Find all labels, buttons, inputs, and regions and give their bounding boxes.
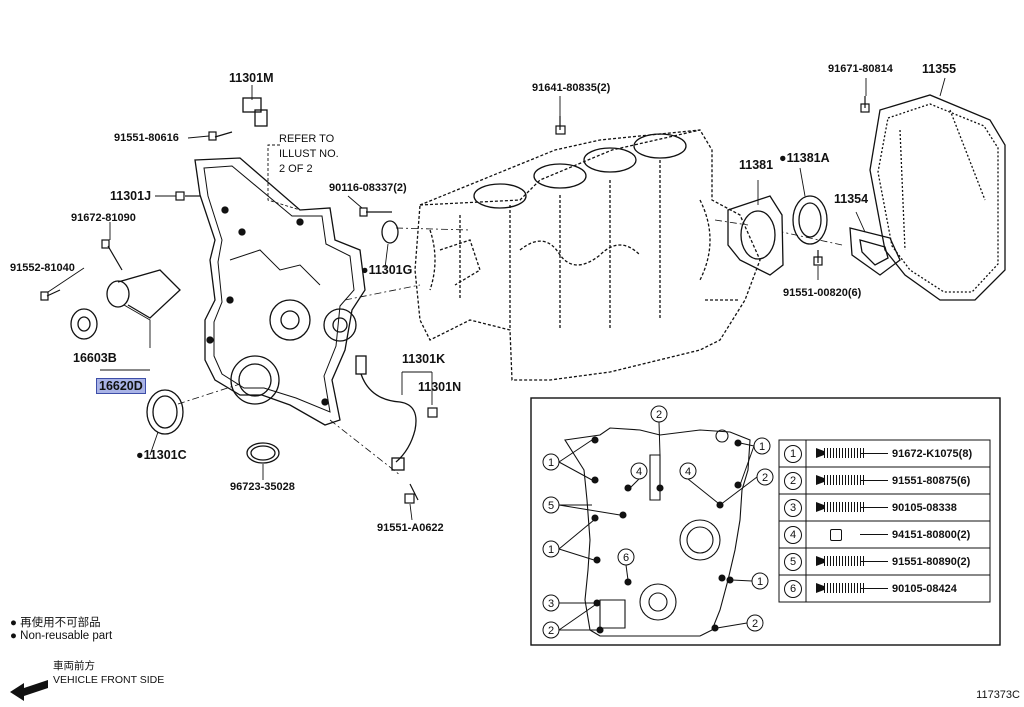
label-11301G: ●11301G bbox=[361, 263, 413, 277]
label-91551-80616: 91551-80616 bbox=[114, 132, 179, 144]
svg-text:2: 2 bbox=[752, 618, 758, 630]
bolt-part-number: 90105-08338 bbox=[892, 502, 957, 514]
cylinder-block-drawing bbox=[414, 129, 761, 381]
bolt-leader-line bbox=[860, 534, 888, 535]
svg-text:6: 6 bbox=[623, 552, 629, 564]
bolt-icon bbox=[816, 556, 864, 566]
legend-front-en: VEHICLE FRONT SIDE bbox=[53, 674, 165, 686]
alignment-lines bbox=[177, 219, 843, 476]
nonreusable-bullet: ● bbox=[136, 448, 144, 462]
svg-text:4: 4 bbox=[636, 466, 642, 478]
bolt-part-number: 91672-K1075(8) bbox=[892, 448, 973, 460]
rear-oil-seal-drawing bbox=[792, 195, 828, 245]
svg-text:5: 5 bbox=[548, 500, 554, 512]
inset-cover-drawing bbox=[564, 427, 751, 637]
bolt-table-grid bbox=[778, 439, 991, 603]
crank-oil-seal-drawing bbox=[146, 389, 184, 435]
bolt-leader-line bbox=[860, 453, 888, 454]
timing-cover-drawing bbox=[194, 157, 366, 426]
refer-note-line3: 2 OF 2 bbox=[279, 163, 313, 175]
label-11301J: 11301J bbox=[110, 189, 152, 203]
label-16603B: 16603B bbox=[73, 351, 117, 365]
end-plate-11355-drawing bbox=[869, 94, 1006, 301]
label-11301N: 11301N bbox=[418, 380, 462, 394]
refer-note-line2: ILLUST NO. bbox=[279, 148, 339, 160]
legend-nonreusable-jp: ● 再使用不可部品 bbox=[10, 617, 101, 629]
o-ring-96723-drawing bbox=[246, 442, 280, 464]
label-11301C: ●11301C bbox=[136, 448, 187, 462]
bolt-icon bbox=[816, 583, 864, 593]
svg-text:4: 4 bbox=[685, 466, 691, 478]
label-11354: 11354 bbox=[834, 192, 869, 206]
bolt-table-num-4: 4 bbox=[784, 526, 802, 544]
label-11301K: 11301K bbox=[402, 352, 446, 366]
label-91672-81090: 91672-81090 bbox=[71, 212, 136, 224]
diagram-id: 117373C bbox=[976, 689, 1020, 701]
label-90116-08337: 90116-08337(2) bbox=[329, 182, 407, 194]
svg-text:1: 1 bbox=[759, 441, 765, 453]
bolt-icon bbox=[816, 502, 864, 512]
svg-text:1: 1 bbox=[548, 544, 554, 556]
nonreusable-bullet: ● bbox=[779, 151, 787, 165]
oil-pan-baffle-11354-drawing bbox=[849, 227, 901, 276]
label-11381A: ●11381A bbox=[779, 151, 830, 165]
bolt-icon bbox=[816, 448, 864, 458]
bolt-leader-line bbox=[860, 588, 888, 589]
label-91552-81040: 91552-81040 bbox=[10, 262, 75, 274]
svg-text:2: 2 bbox=[762, 472, 768, 484]
legend-front-jp: 車両前方 bbox=[53, 660, 95, 672]
o-ring-11301G-drawing bbox=[381, 220, 399, 244]
rear-oil-seal-retainer-drawing bbox=[727, 195, 784, 276]
label-96723-35028: 96723-35028 bbox=[230, 481, 295, 493]
idler-pulley-drawing bbox=[70, 269, 181, 340]
bolt-table-num-5: 5 bbox=[784, 553, 802, 571]
cam-sensor-drawing bbox=[242, 97, 268, 127]
svg-text:3: 3 bbox=[548, 598, 554, 610]
label-16620D-highlighted[interactable]: 16620D bbox=[96, 378, 146, 394]
bolt-table-num-2: 2 bbox=[784, 472, 802, 490]
label-91641-80835: 91641-80835(2) bbox=[532, 82, 611, 94]
label-91551-00820: 91551-00820(6) bbox=[783, 287, 862, 299]
bolt-leader-line bbox=[860, 561, 888, 562]
leader-lines bbox=[47, 77, 946, 521]
front-arrow-icon bbox=[10, 680, 48, 701]
bolt-table-num-1: 1 bbox=[784, 445, 802, 463]
bolt-icon bbox=[816, 475, 864, 485]
bolt-leader-line bbox=[860, 507, 888, 508]
svg-text:1: 1 bbox=[757, 576, 763, 588]
inset-callouts: 1 5 1 3 2 2 4 4 6 1 2 1 2 bbox=[542, 405, 774, 639]
crank-sensor-drawing bbox=[355, 355, 417, 471]
legend-nonreusable-en: ● Non-reusable part bbox=[10, 630, 113, 642]
bolt-part-number: 90105-08424 bbox=[892, 583, 957, 595]
label-91671-80814: 91671-80814 bbox=[828, 63, 893, 75]
svg-text:2: 2 bbox=[656, 409, 662, 421]
inset-panel bbox=[530, 397, 1001, 646]
label-91551-A0622: 91551-A0622 bbox=[377, 522, 444, 534]
label-11355: 11355 bbox=[922, 62, 957, 76]
bolt-icon bbox=[830, 529, 842, 541]
nonreusable-bullet: ● bbox=[361, 263, 369, 277]
bolt-leader-line bbox=[860, 480, 888, 481]
label-11301M: 11301M bbox=[229, 71, 274, 85]
bolt-part-number: 94151-80800(2) bbox=[892, 529, 971, 541]
bolt-part-number: 91551-80890(2) bbox=[892, 556, 971, 568]
bolt-part-number: 91551-80875(6) bbox=[892, 475, 971, 487]
bolt-table-num-3: 3 bbox=[784, 499, 802, 517]
label-11381: 11381 bbox=[739, 158, 774, 172]
bolts-drawing bbox=[40, 96, 870, 504]
refer-note-line1: REFER TO bbox=[279, 133, 335, 145]
svg-text:1: 1 bbox=[548, 457, 554, 469]
svg-text:2: 2 bbox=[548, 625, 554, 637]
bolt-table-num-6: 6 bbox=[784, 580, 802, 598]
